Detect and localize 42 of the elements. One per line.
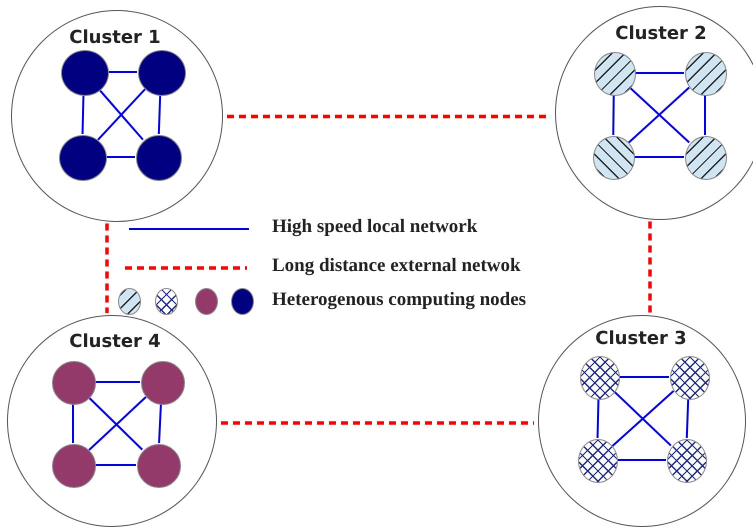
computing-node-circle xyxy=(59,135,107,181)
network-link xyxy=(617,459,666,461)
network-link xyxy=(612,94,615,136)
network-link xyxy=(106,156,135,158)
network-link xyxy=(108,71,137,73)
legend-text: High speed local network xyxy=(272,216,478,238)
computing-node-circle xyxy=(52,444,96,488)
computing-node-circle xyxy=(136,135,182,181)
computing-node-circle xyxy=(685,52,727,96)
computing-node-circle xyxy=(594,52,636,96)
cluster-title: Cluster 3 xyxy=(595,328,687,349)
computing-node-circle xyxy=(141,361,185,405)
computing-node-circle xyxy=(667,439,707,483)
computing-node-circle xyxy=(578,439,618,483)
computing-node-circle xyxy=(685,136,727,180)
network-link xyxy=(158,404,162,444)
computing-node-circle xyxy=(670,356,710,400)
network-link xyxy=(158,94,162,134)
computing-node-circle xyxy=(61,50,109,96)
cluster-title: Cluster 4 xyxy=(69,331,161,352)
dashed-network-link xyxy=(105,224,109,314)
network-link xyxy=(686,398,690,438)
dashed-network-link xyxy=(220,421,534,425)
cluster-title: Cluster 1 xyxy=(69,27,161,48)
legend-text: Long distance external netwok xyxy=(272,255,521,277)
computing-node-circle xyxy=(580,356,620,400)
network-link xyxy=(95,381,140,383)
computing-node-circle xyxy=(52,361,96,405)
network-link xyxy=(619,376,669,378)
network-link xyxy=(95,464,136,466)
dashed-network-link xyxy=(648,222,652,314)
network-link xyxy=(72,404,74,443)
network-link xyxy=(634,156,684,158)
computing-node-circle xyxy=(137,444,181,488)
network-link xyxy=(704,95,706,135)
network-link xyxy=(596,398,600,438)
cluster-title: Cluster 2 xyxy=(615,23,707,44)
network-link xyxy=(82,94,84,134)
computing-node-circle xyxy=(138,50,186,96)
network-link xyxy=(635,72,684,74)
computing-node-circle xyxy=(593,136,635,180)
legend-text: Heterogenous computing nodes xyxy=(272,289,526,311)
